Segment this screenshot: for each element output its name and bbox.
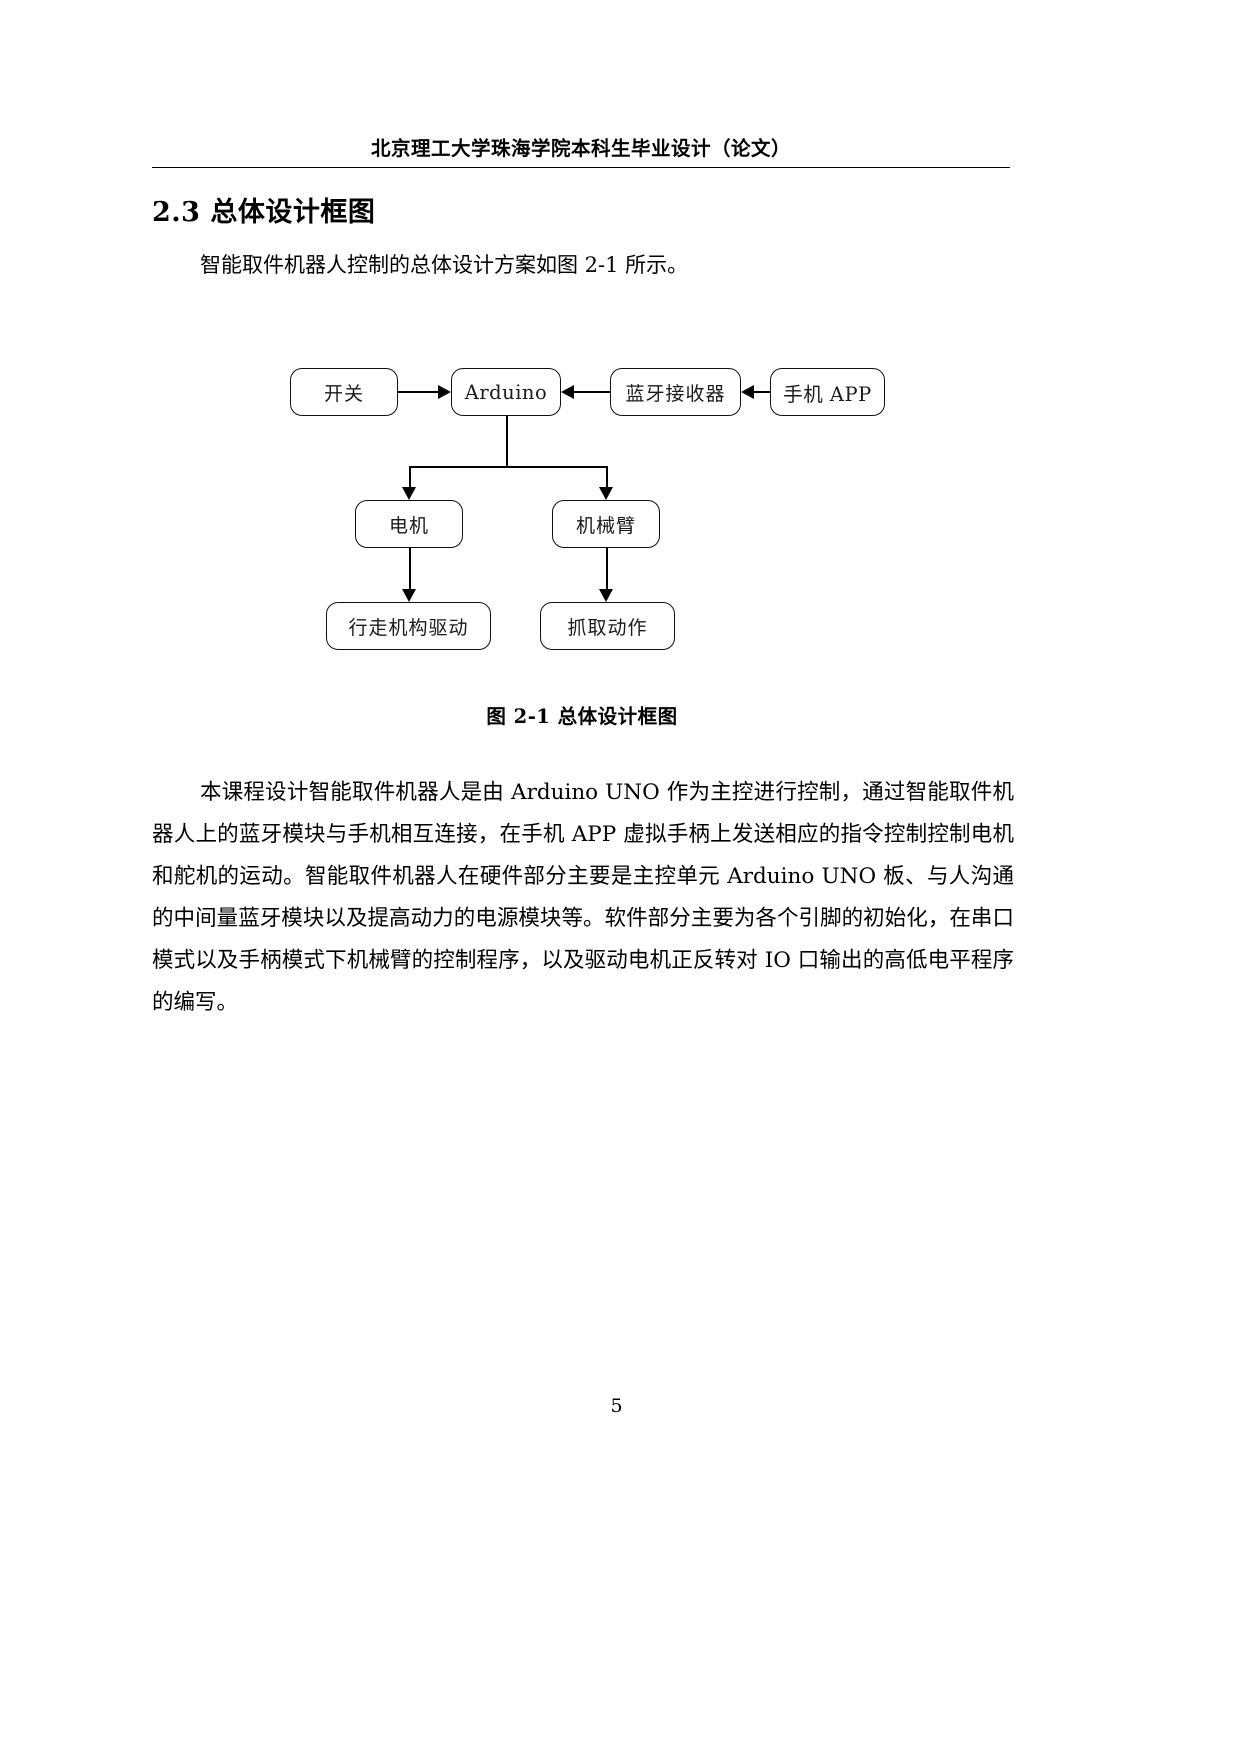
node-switch: 开关 xyxy=(290,368,398,416)
node-walking-drive-label: 行走机构驱动 xyxy=(348,616,469,639)
arrowhead-app-to-bluetooth xyxy=(741,384,754,399)
figure-caption: 图 2-1 总体设计框图 xyxy=(486,705,678,728)
connector-split-bus xyxy=(409,466,606,468)
node-arduino: Arduino xyxy=(451,368,561,416)
node-motor: 电机 xyxy=(355,500,463,548)
arrowhead-bus-to-arm xyxy=(598,487,613,500)
connector-bus-to-motor xyxy=(409,466,411,487)
node-robotic-arm: 机械臂 xyxy=(552,500,660,548)
node-grab-action-label: 抓取动作 xyxy=(567,616,648,639)
body-paragraph: 本课程设计智能取件机器人是由 Arduino UNO 作为主控进行控制，通过智能… xyxy=(152,780,1014,1015)
overall-design-block-diagram: 开关 Arduino 蓝牙接收器 手机 APP 电机 机械臂 行走机构驱动 抓取… xyxy=(152,345,1012,675)
arrowhead-arm-to-grab-action xyxy=(598,589,613,602)
connector-bluetooth-to-arduino xyxy=(574,391,610,393)
section-heading: 2.3 总体设计框图 xyxy=(152,197,376,228)
node-motor-label: 电机 xyxy=(388,514,429,537)
node-robotic-arm-label: 机械臂 xyxy=(575,514,636,537)
page-header: 北京理工大学珠海学院本科生毕业设计（论文） xyxy=(152,136,1010,169)
node-arduino-label: Arduino xyxy=(464,380,548,404)
node-switch-label: 开关 xyxy=(323,382,364,405)
header-divider xyxy=(152,167,1010,169)
running-title: 北京理工大学珠海学院本科生毕业设计（论文） xyxy=(370,137,791,160)
node-phone-app: 手机 APP xyxy=(770,368,885,416)
arrowhead-switch-to-arduino xyxy=(438,384,451,399)
connector-motor-to-walking-drive xyxy=(409,548,411,589)
connector-app-to-bluetooth xyxy=(754,391,770,393)
arrowhead-motor-to-walking-drive xyxy=(401,589,416,602)
page-number: 5 xyxy=(610,1395,623,1417)
connector-arduino-stem xyxy=(506,416,508,466)
node-grab-action: 抓取动作 xyxy=(540,602,675,650)
arrowhead-bus-to-motor xyxy=(401,487,416,500)
node-bluetooth-receiver-label: 蓝牙接收器 xyxy=(625,382,726,405)
node-bluetooth-receiver: 蓝牙接收器 xyxy=(610,368,741,416)
node-phone-app-label: 手机 APP xyxy=(783,382,872,406)
connector-switch-to-arduino xyxy=(398,391,438,393)
node-walking-drive: 行走机构驱动 xyxy=(326,602,491,650)
connector-bus-to-arm xyxy=(606,466,608,487)
connector-arm-to-grab-action xyxy=(606,548,608,589)
intro-paragraph: 智能取件机器人控制的总体设计方案如图 2-1 所示。 xyxy=(200,253,689,277)
arrowhead-bluetooth-to-arduino xyxy=(561,384,574,399)
